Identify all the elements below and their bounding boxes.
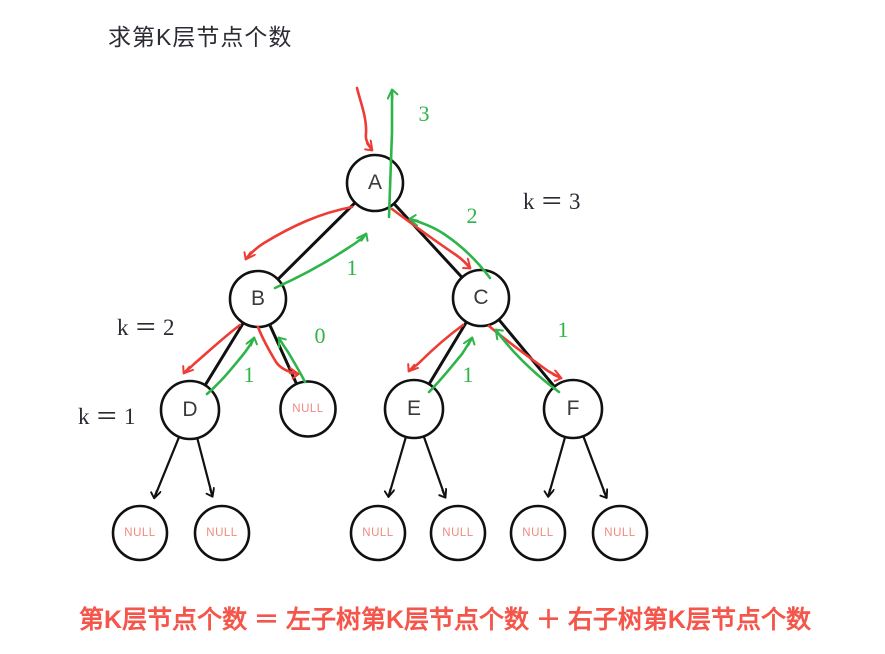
tree-node-null-circle (193, 504, 251, 562)
call-arrow-c-to-e (409, 323, 465, 371)
tree-edges (154, 200, 607, 498)
tree-edge-b-d (203, 320, 246, 387)
tree-edge-e-n5 (422, 434, 445, 497)
return-arrow-e-to-c (427, 338, 472, 394)
tree-node-b-circle (228, 269, 288, 329)
tree-edge-a-b (276, 200, 358, 281)
return-arrow-c-to-a (410, 219, 492, 280)
return-arrow-b-to-a (273, 234, 366, 290)
page-title: 求第K层节点个数 (108, 24, 293, 50)
k-level-label-k3: k ＝ 3 (523, 189, 581, 214)
tree-node-e-circle (383, 378, 445, 440)
call-arrow-c-to-f (487, 324, 561, 378)
return-arrows (205, 90, 561, 396)
tree-edge-c-f (496, 317, 556, 389)
tree-edge-a-c (391, 201, 464, 279)
return-arrow-null-to-b (277, 338, 307, 384)
tree-edge-b-n1 (267, 322, 299, 386)
k-level-label-k2: k ＝ 2 (117, 315, 175, 340)
tree-node-null-circle (111, 504, 169, 562)
tree-edge-f-n6 (548, 434, 567, 497)
tree-edge-d-n2 (154, 434, 181, 498)
formula-text: 第K层节点个数 ＝ 左子树第K层节点个数 ＋ 右子树第K层节点个数 (79, 606, 811, 634)
tree-node-null-circle (279, 380, 337, 438)
call-arrow-b-to-null (256, 325, 298, 374)
tree-node-null-circle (429, 504, 487, 562)
return-arrow-f-to-c (494, 330, 561, 394)
call-arrow-a-to-c (390, 207, 470, 268)
call-arrow-into-root (355, 86, 374, 150)
tree-node-null-circle (591, 504, 649, 562)
call-arrows (184, 86, 561, 378)
tree-node-c-circle (451, 268, 511, 328)
call-arrow-a-to-b (246, 205, 354, 259)
tree-node-f-circle (542, 378, 604, 440)
tree-edge-d-n3 (195, 436, 212, 496)
k-level-label-k1: k ＝ 1 (78, 404, 136, 429)
tree-node-null-circle (509, 504, 567, 562)
call-arrow-b-to-d (184, 323, 242, 373)
tree-node-null-circle (349, 504, 407, 562)
tree-edge-e-n4 (389, 434, 408, 497)
tree-edge-c-e (427, 319, 469, 386)
tree-node-a-circle (345, 153, 405, 213)
return-arrow-d-to-b (205, 338, 254, 396)
tree-node-d-circle (159, 379, 221, 441)
tree-edge-f-n7 (581, 434, 607, 497)
return-arrow-root-out (389, 90, 392, 219)
